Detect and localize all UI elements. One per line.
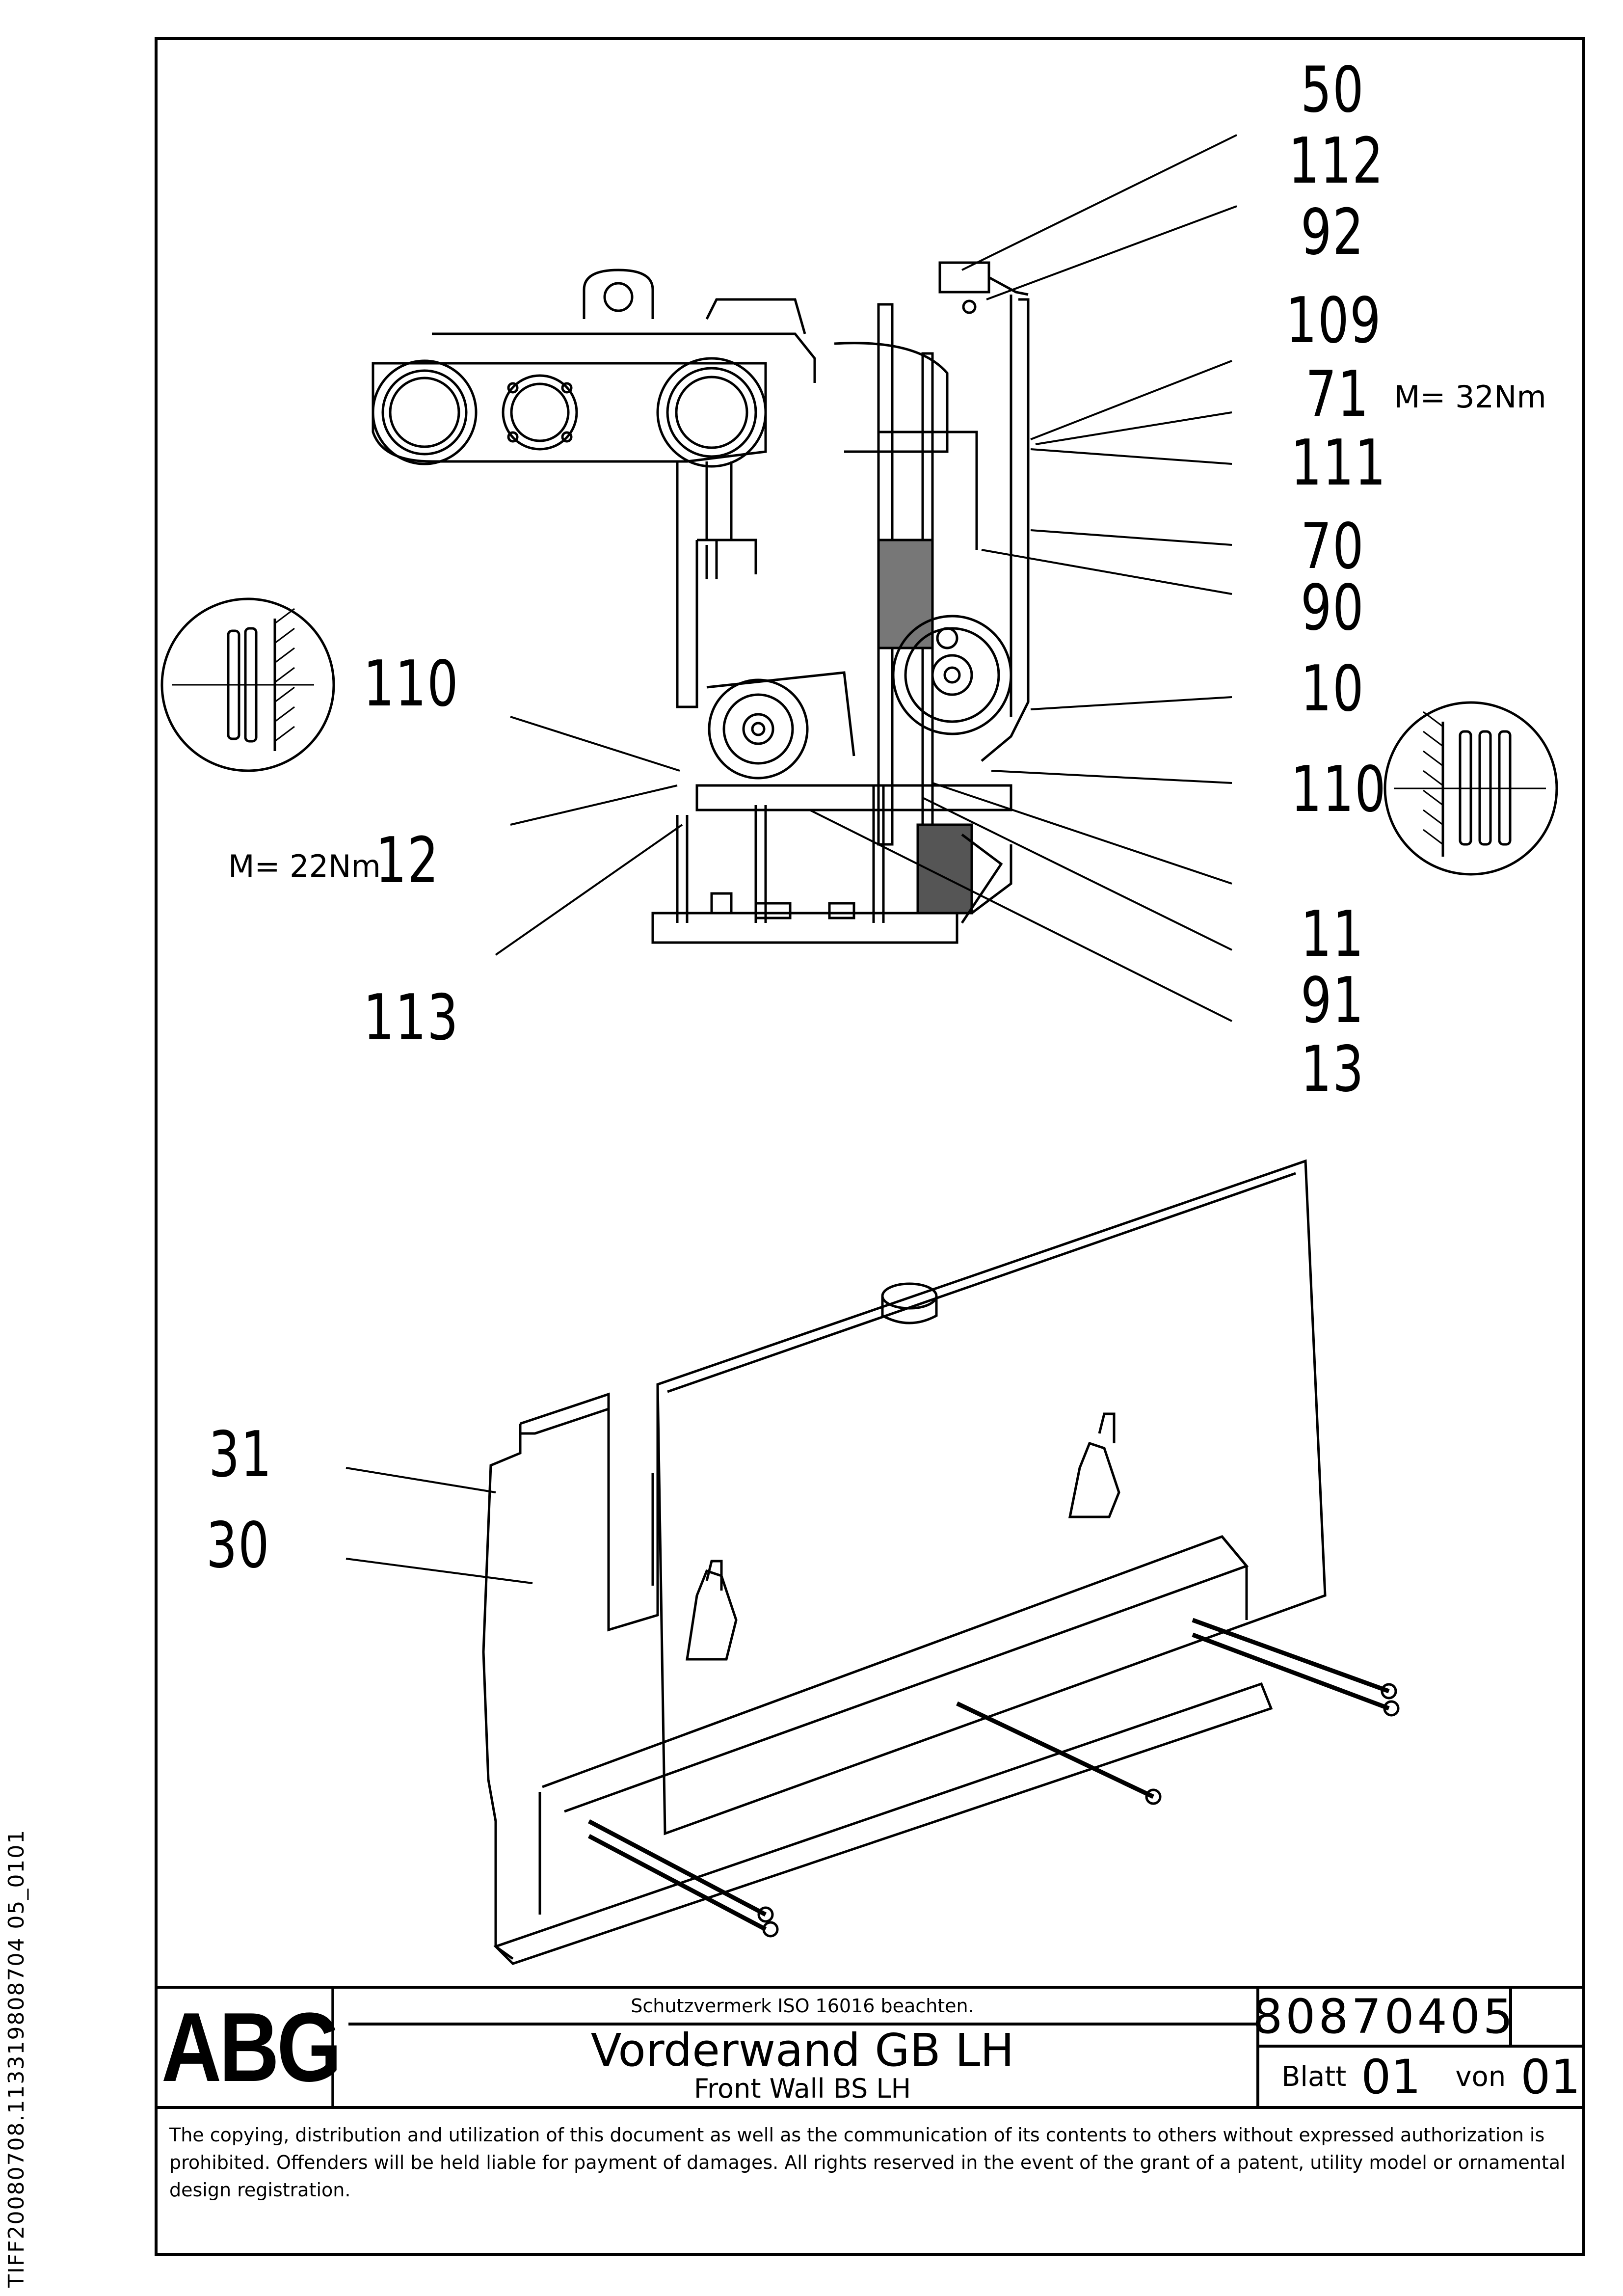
protection-notice: Schutzvermerk ISO 16016 beachten. xyxy=(348,1989,1256,2026)
section-view xyxy=(372,261,1030,944)
callout-111: 111 xyxy=(1291,427,1387,500)
callout-31: 31 xyxy=(209,1418,273,1491)
title-block: ABG Schutzvermerk ISO 16016 beachten. Vo… xyxy=(155,1986,1585,2106)
callout-13: 13 xyxy=(1301,1033,1365,1106)
callout-110-left: 110 xyxy=(363,648,459,721)
legal-notice: The copying, distribution and utilizatio… xyxy=(155,2106,1585,2256)
callout-113: 113 xyxy=(363,981,459,1054)
callout-50: 50 xyxy=(1301,54,1365,127)
callout-110-right: 110 xyxy=(1291,753,1387,826)
torque-note-lower: M= 22Nm xyxy=(228,848,381,884)
detail-circle-left xyxy=(160,597,335,772)
callout-10: 10 xyxy=(1301,652,1365,726)
callout-70: 70 xyxy=(1301,510,1365,583)
company-logo: ABG xyxy=(161,1989,342,2106)
callout-109: 109 xyxy=(1286,284,1382,357)
callout-112: 112 xyxy=(1288,125,1384,198)
callout-90: 90 xyxy=(1301,571,1365,645)
isometric-view xyxy=(482,1159,1400,1965)
drawing-title-english: Front Wall BS LH xyxy=(693,2073,911,2104)
callout-92: 92 xyxy=(1301,196,1365,269)
leader-lines-upper xyxy=(495,134,1237,1022)
sheet-info: Blatt 01 von 01 xyxy=(1256,2048,1585,2106)
sheet-number: 01 xyxy=(1361,2049,1421,2105)
drawing-frame xyxy=(155,37,1585,2256)
callout-11: 11 xyxy=(1301,898,1365,971)
document-number-suffix-cell xyxy=(1509,1989,1585,2048)
document-number: 80870405 xyxy=(1252,1989,1513,2048)
callout-30: 30 xyxy=(206,1509,270,1582)
sheet-total: 01 xyxy=(1520,2049,1581,2105)
callout-91: 91 xyxy=(1301,964,1365,1037)
detail-circle-right xyxy=(1384,701,1558,876)
sheet-label: Blatt xyxy=(1281,2061,1347,2093)
torque-note-upper: M= 32Nm xyxy=(1394,379,1546,415)
callout-12: 12 xyxy=(375,824,440,897)
drawing-title-german: Vorderwand GB LH xyxy=(590,2024,1014,2077)
of-label: von xyxy=(1455,2061,1506,2093)
leader-lines-lower xyxy=(346,1467,533,1584)
callout-71: 71 xyxy=(1305,358,1370,431)
